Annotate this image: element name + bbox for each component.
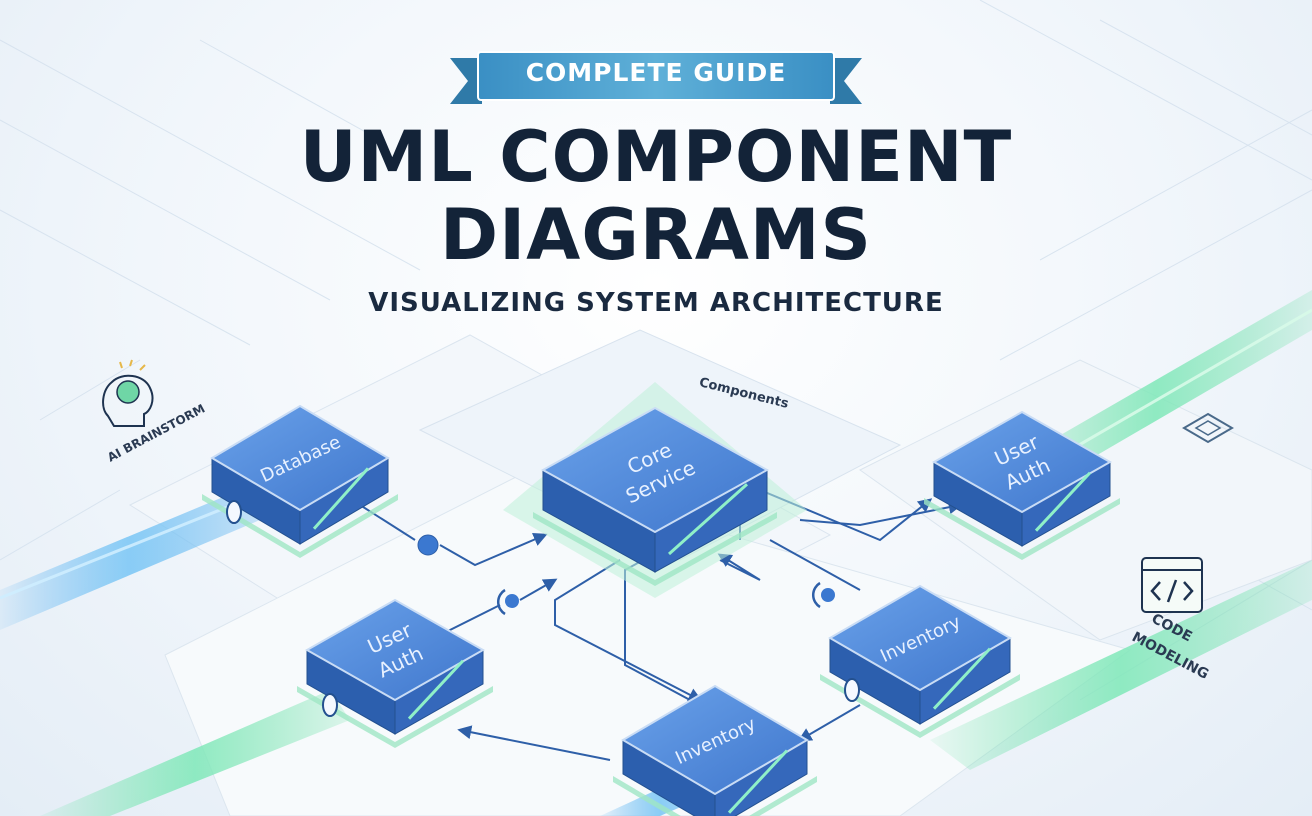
page-subtitle: VISUALIZING SYSTEM ARCHITECTURE bbox=[368, 288, 944, 318]
glow-edge bbox=[613, 776, 817, 816]
status-light bbox=[312, 467, 370, 530]
top-face bbox=[621, 684, 809, 796]
port bbox=[844, 678, 860, 702]
top-face bbox=[828, 584, 1012, 692]
banner-ribbon bbox=[450, 51, 862, 104]
page-title-line1: UML COMPONENT bbox=[299, 116, 1013, 198]
code-icon bbox=[1141, 557, 1203, 613]
diamond-icon bbox=[1182, 412, 1234, 444]
status-light bbox=[727, 749, 789, 814]
interface-lollipops bbox=[417, 534, 835, 616]
inventory-component-bottom: Inventory bbox=[613, 684, 817, 816]
inventory-component-right: Inventory bbox=[820, 584, 1020, 738]
top-face bbox=[931, 410, 1113, 514]
database-component: Database bbox=[202, 404, 398, 558]
top-face bbox=[210, 404, 390, 512]
status-light bbox=[407, 659, 465, 720]
top-face bbox=[540, 406, 770, 534]
port bbox=[226, 500, 242, 524]
status-light bbox=[932, 647, 992, 710]
status-light bbox=[1034, 471, 1092, 532]
banner-label: COMPLETE GUIDE bbox=[525, 58, 787, 87]
port bbox=[322, 693, 338, 717]
brain-icon bbox=[102, 359, 154, 427]
top-face bbox=[304, 598, 486, 702]
page-title-line2: DIAGRAMS bbox=[440, 194, 872, 276]
status-light bbox=[668, 483, 748, 556]
